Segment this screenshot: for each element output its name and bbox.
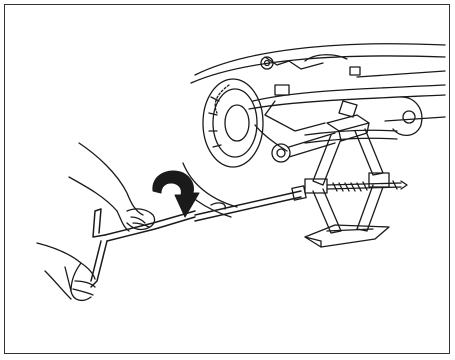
jack-operation-illustration [5,5,451,355]
vehicle-underbody [191,44,445,143]
jack-handle [91,186,306,287]
scissor-jack [305,115,407,247]
wheel-hub [175,79,335,217]
right-hand [69,143,155,231]
curved-arrow-clockwise-icon [153,171,199,217]
left-hand [37,243,95,300]
illustration-frame [4,4,450,354]
